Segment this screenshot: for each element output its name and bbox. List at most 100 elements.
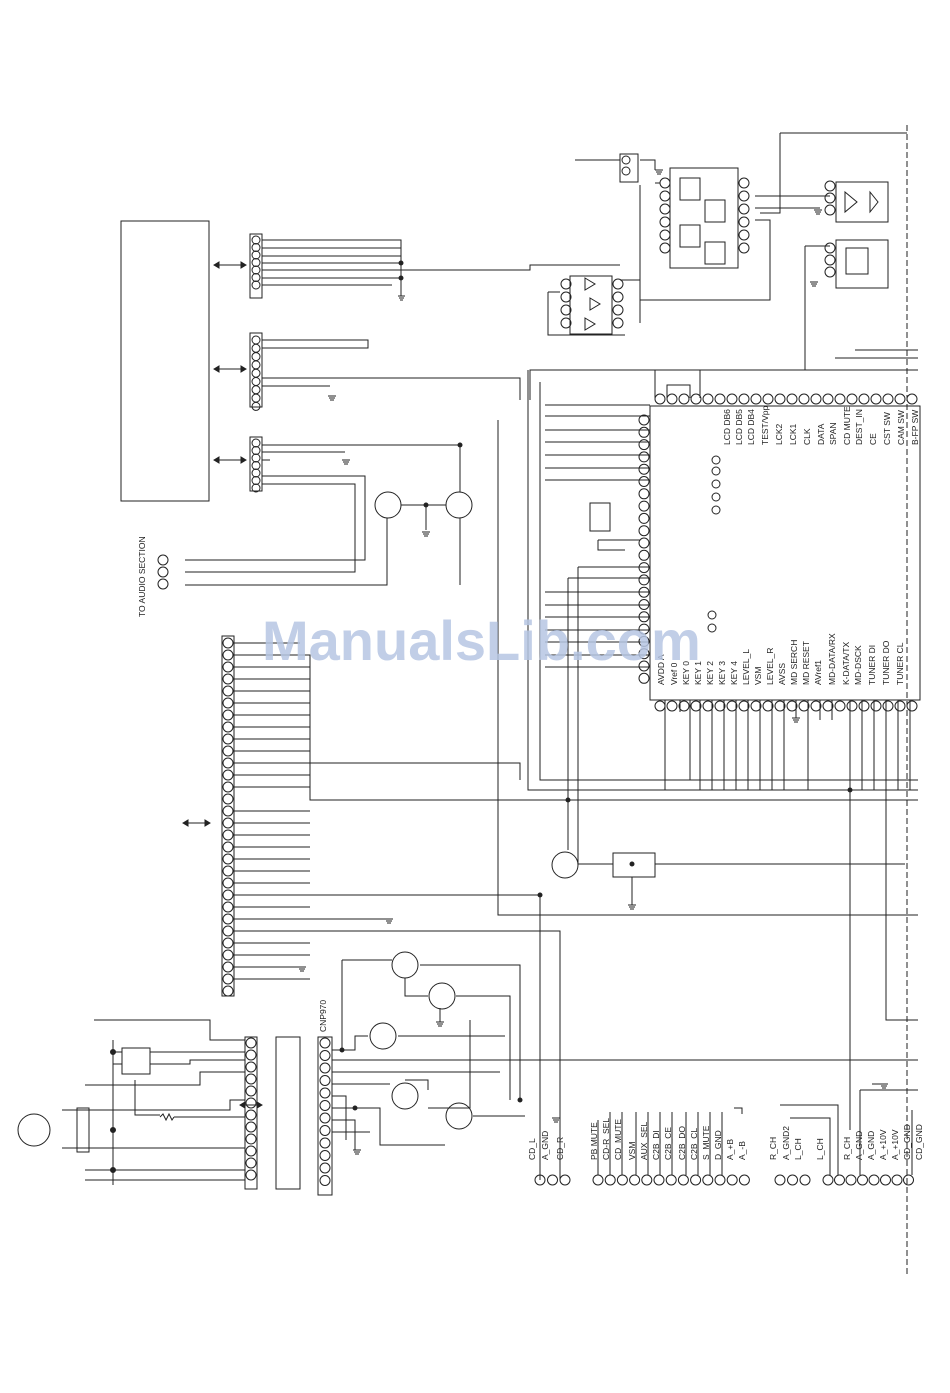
pin xyxy=(245,1145,257,1157)
pin xyxy=(251,335,261,345)
lbl-bottom-item: MD RESET xyxy=(801,641,811,685)
pin xyxy=(906,393,918,405)
pin xyxy=(245,1169,257,1181)
pin xyxy=(245,1157,257,1169)
lbl-top-item: LCD DB4 xyxy=(746,409,756,445)
pin xyxy=(659,216,671,228)
pin xyxy=(638,611,650,623)
pin xyxy=(222,829,234,841)
lbl-bottom-item: TUNER DI xyxy=(867,645,877,685)
pin xyxy=(738,203,750,215)
pin xyxy=(222,685,234,697)
pin xyxy=(882,393,894,405)
audio-section-label: TO AUDIO SECTION xyxy=(137,536,147,617)
lbl-main-item: A_+B xyxy=(725,1139,735,1160)
pin xyxy=(604,1174,616,1186)
pin xyxy=(638,574,650,586)
pin xyxy=(659,242,671,254)
pin xyxy=(799,1174,811,1186)
pin xyxy=(702,393,714,405)
pin xyxy=(612,278,624,290)
pin xyxy=(222,745,234,757)
ic-body xyxy=(649,405,921,701)
pin xyxy=(659,229,671,241)
pin xyxy=(319,1050,331,1061)
pin xyxy=(245,1133,257,1145)
components xyxy=(17,153,921,1153)
pin xyxy=(222,937,234,949)
pin xyxy=(654,393,666,405)
pin xyxy=(319,1162,331,1174)
lbl-bottom-item: LEVEL_L xyxy=(741,649,751,685)
lbl-main-item: CD_MUTE xyxy=(613,1119,623,1160)
pin xyxy=(245,1109,257,1121)
lbl-top-item: TEST/Vpp xyxy=(760,406,770,445)
pin xyxy=(641,1174,653,1186)
pin xyxy=(738,700,750,712)
pin xyxy=(868,1174,880,1186)
pin xyxy=(251,446,261,455)
lbl-rch-item: L_CH xyxy=(793,1138,803,1160)
pin xyxy=(319,1150,331,1161)
pin xyxy=(738,229,750,241)
pin xyxy=(559,1174,571,1186)
pin xyxy=(659,190,671,202)
pin xyxy=(251,235,261,245)
pin xyxy=(245,1061,257,1073)
lbl-main-item: A_-B xyxy=(737,1141,747,1160)
pin xyxy=(245,1085,257,1097)
pin xyxy=(222,853,234,865)
pin xyxy=(882,700,894,712)
pin xyxy=(834,1174,845,1186)
pin xyxy=(690,700,702,712)
pin xyxy=(653,1174,665,1186)
pin xyxy=(592,1174,604,1186)
lbl-main-item: AUX_SEL xyxy=(639,1121,649,1160)
lbl-top-item: LCD DB6 xyxy=(722,409,732,445)
lbl-top-item: LCK2 xyxy=(774,423,784,445)
connector-pins xyxy=(157,155,918,1186)
pin xyxy=(251,258,261,267)
pin xyxy=(824,204,836,216)
pin xyxy=(222,733,234,745)
module-block xyxy=(120,220,210,502)
pin xyxy=(638,500,650,512)
lbl-bottom-item: AVSS xyxy=(777,663,787,685)
pin xyxy=(222,697,234,709)
pin xyxy=(762,393,774,405)
cnp970-connector xyxy=(317,1036,333,1196)
pin xyxy=(621,166,631,176)
cnp970-label: CNP970 xyxy=(318,1000,328,1032)
lbl-right-item: CD_GND xyxy=(902,1124,912,1160)
lbl-top-item: CAM SW xyxy=(896,410,906,445)
pin xyxy=(894,393,906,405)
lbl-rch-item: A_GND2 xyxy=(781,1126,791,1160)
lbl-main-item: D_GND xyxy=(713,1130,723,1160)
lbl-bottom-item: MD-DATA/RX xyxy=(827,633,837,685)
lbl-rch-item: R_CH xyxy=(768,1137,778,1160)
pin xyxy=(157,554,169,566)
pin xyxy=(846,393,858,405)
pin xyxy=(678,700,690,712)
audio-section-text: TO AUDIO SECTION xyxy=(137,536,147,617)
pin xyxy=(834,393,846,405)
pin xyxy=(638,414,650,426)
pin xyxy=(690,393,702,405)
lbl-bottom-item: MD-DSCK xyxy=(853,645,863,685)
pin xyxy=(319,1100,331,1111)
pin xyxy=(659,203,671,215)
pin xyxy=(824,254,836,266)
pin xyxy=(612,304,624,316)
pin xyxy=(222,649,234,661)
pin xyxy=(222,709,234,721)
pin xyxy=(222,889,234,901)
lbl-main-item: VSM xyxy=(627,1142,637,1160)
pin xyxy=(251,476,261,485)
pin xyxy=(638,476,650,487)
connector-strip xyxy=(249,436,263,492)
lbl-main-item: C2B_DI xyxy=(651,1130,661,1160)
pin xyxy=(222,817,234,829)
